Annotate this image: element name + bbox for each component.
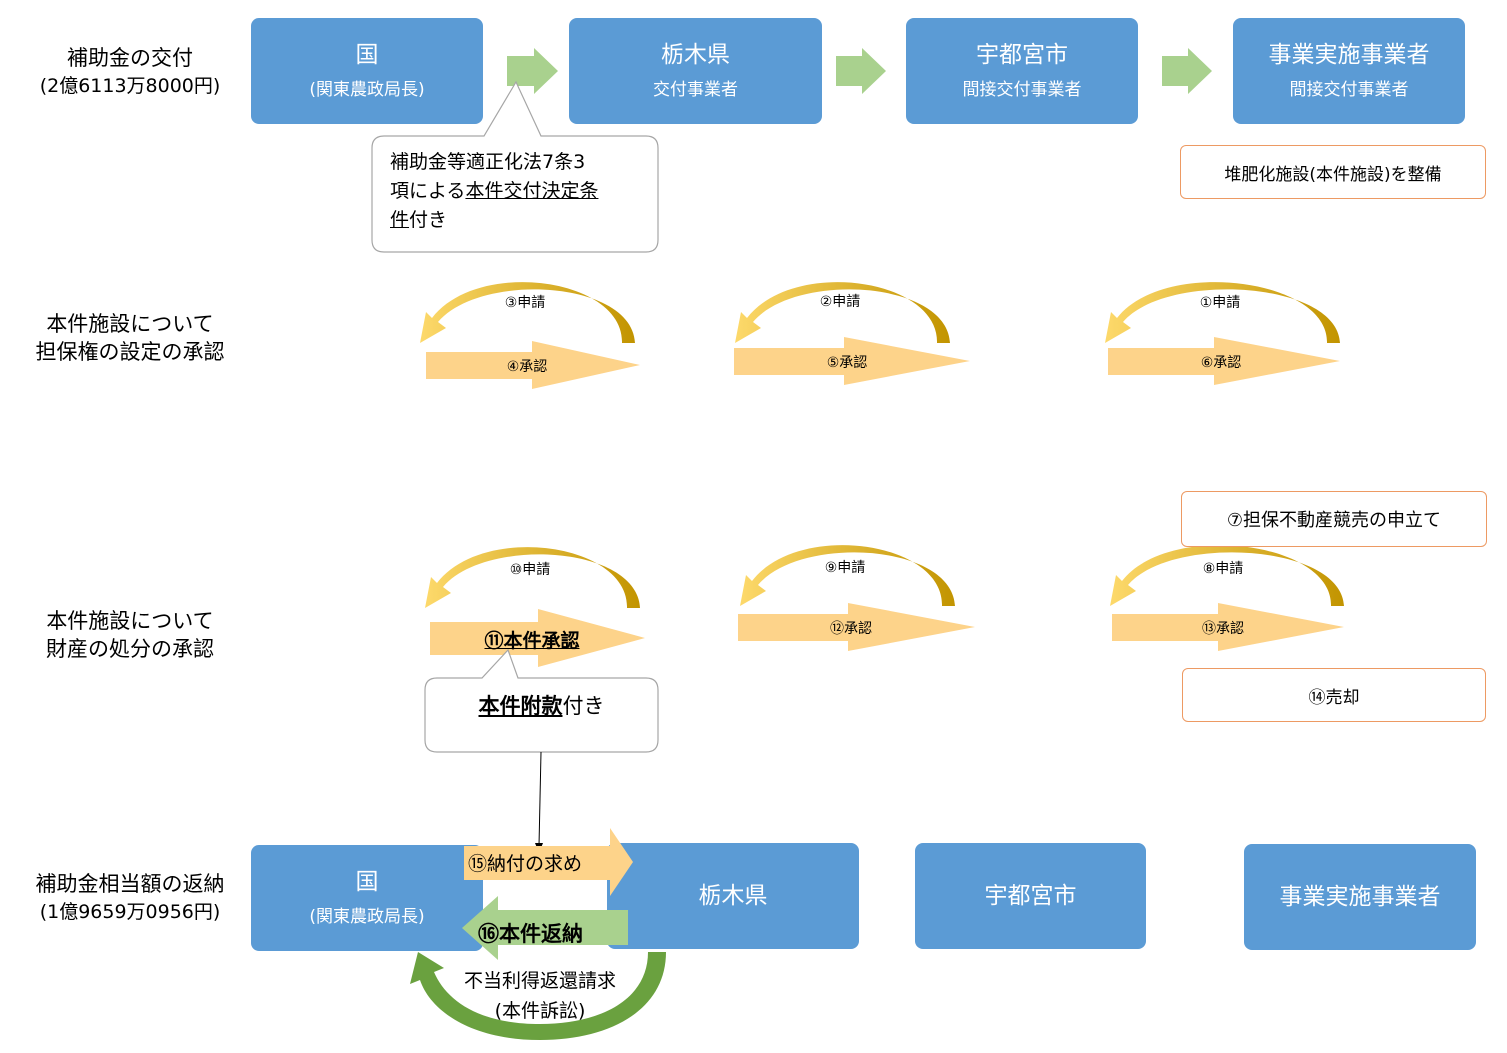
- callout2-bold-text: 本件附款: [478, 694, 563, 718]
- apply-arc-3: [420, 282, 635, 343]
- box-subtitle: 間接交付事業者: [962, 80, 1082, 100]
- row-label-disposal: 本件施設について 財産の処分の承認: [10, 607, 250, 663]
- row-label-refund: 補助金相当額の返納 (1億9659万0956円): [0, 870, 260, 926]
- row-label-line: 補助金の交付: [67, 46, 193, 70]
- box-operator-top: 事業実施事業者 間接交付事業者: [1233, 18, 1465, 124]
- connector-line: [538, 751, 542, 847]
- box-subtitle: (関東農政局長): [309, 80, 425, 100]
- row-label-collateral: 本件施設について 担保権の設定の承認: [10, 310, 250, 366]
- apply-arc-8: [1110, 545, 1344, 606]
- box-title: 国: [355, 42, 379, 68]
- apply-label-1: ①申請: [1199, 295, 1241, 311]
- box-title: 宇都宮市: [976, 42, 1068, 68]
- approve-label-13: ⑬承認: [1202, 621, 1244, 637]
- flow-arrow-1: [507, 48, 558, 94]
- approve-label-12: ⑫承認: [830, 621, 872, 637]
- payment-request-label: ⑮納付の求め: [468, 853, 583, 875]
- callout-text-underlined: 本件交付決定条: [465, 180, 599, 202]
- box-title: 宇都宮市: [984, 883, 1077, 909]
- callout-text-underlined: 件: [390, 209, 410, 231]
- approve-arrow-12: [738, 603, 975, 651]
- approve-arrow-13: [1112, 603, 1344, 651]
- apply-arc-1: [1105, 282, 1340, 343]
- box-national-bottom: 国 (関東農政局長): [251, 845, 483, 951]
- box-operator-bottom: 事業実施事業者: [1244, 844, 1476, 950]
- box-title: 国: [355, 869, 379, 895]
- facility-note-text: 堆肥化施設(本件施設)を整備: [1224, 164, 1442, 185]
- apply-label-3: ③申請: [504, 295, 546, 311]
- approve-label-4: ④承認: [506, 359, 548, 375]
- auction-note: ⑦担保不動産競売の申立て: [1181, 491, 1487, 547]
- flow-arrow-2: [836, 48, 886, 94]
- box-title: 事業実施事業者: [1268, 42, 1430, 68]
- refund-arrow: [462, 896, 628, 960]
- approve-label-11: ⑪本件承認: [484, 630, 580, 652]
- box-title: 栃木県: [661, 42, 730, 68]
- callout-text-plain: 付き: [409, 209, 448, 231]
- approve-arrow-4: [426, 341, 640, 389]
- apply-arc-10: [425, 547, 640, 608]
- sale-note: ⑭売却: [1182, 668, 1486, 722]
- row-label-line: 補助金相当額の返納: [35, 872, 225, 896]
- box-national-top: 国 (関東農政局長): [251, 18, 483, 124]
- approve-label-5: ⑤承認: [826, 355, 868, 371]
- callout-condition2-shape: [424, 648, 659, 753]
- callout-line: 項による本件交付決定条: [390, 177, 650, 206]
- approve-arrow-5: [734, 337, 970, 385]
- box-subtitle: (関東農政局長): [309, 907, 425, 927]
- approve-arrow-11: [430, 609, 645, 667]
- sale-note-text: ⑭売却: [1308, 687, 1360, 708]
- box-title: 事業実施事業者: [1279, 884, 1441, 910]
- box-subtitle: 交付事業者: [653, 80, 738, 100]
- callout-condition-text: 補助金等適正化法7条3 項による本件交付決定条 件付き: [390, 148, 650, 235]
- approve-arrow-6: [1108, 337, 1340, 385]
- auction-note-text: ⑦担保不動産競売の申立て: [1226, 510, 1442, 531]
- apply-arc-9: [740, 545, 955, 606]
- callout-condition-shape: [371, 80, 659, 253]
- payment-request-arrow: [464, 828, 633, 896]
- row-label-line: 本件施設について: [46, 609, 214, 633]
- box-tochigi-top: 栃木県 交付事業者: [569, 18, 822, 124]
- lawsuit-line: 不当利得返還請求: [463, 970, 616, 992]
- row-label-line: 財産の処分の承認: [46, 637, 214, 661]
- box-title: 栃木県: [698, 883, 768, 909]
- lawsuit-line: (本件訴訟): [494, 1000, 586, 1022]
- flow-arrow-3: [1162, 48, 1212, 94]
- callout-line: 補助金等適正化法7条3: [390, 151, 586, 173]
- callout-line: 件付き: [390, 206, 650, 235]
- box-utsunomiya-bottom: 宇都宮市: [915, 843, 1146, 949]
- apply-arc-2: [735, 282, 950, 343]
- apply-label-10: ⑩申請: [509, 562, 551, 578]
- row-label-subsidy: 補助金の交付 (2億6113万8000円): [10, 44, 250, 100]
- box-utsunomiya-top: 宇都宮市 間接交付事業者: [906, 18, 1138, 124]
- row-label-amount: (1億9659万0956円): [39, 901, 221, 923]
- box-tochigi-bottom: 栃木県: [607, 843, 859, 949]
- apply-label-8: ⑧申請: [1202, 561, 1244, 577]
- row-label-line: 担保権の設定の承認: [35, 340, 225, 364]
- row-label-amount: (2億6113万8000円): [39, 75, 221, 97]
- row-label-line: 本件施設について: [46, 312, 214, 336]
- callout-condition2-text: 本件附款付き: [425, 690, 658, 720]
- callout-text-plain: 項による: [390, 180, 466, 202]
- facility-note: 堆肥化施設(本件施設)を整備: [1180, 145, 1486, 199]
- refund-label: ⑯本件返納: [478, 922, 583, 946]
- lawsuit-arc: [410, 952, 666, 1040]
- approve-label-6: ⑥承認: [1200, 355, 1242, 371]
- apply-label-2: ②申請: [819, 294, 861, 310]
- lawsuit-label: 不当利得返還請求 (本件訴訟): [440, 966, 640, 1026]
- box-subtitle: 間接交付事業者: [1289, 80, 1409, 100]
- apply-label-9: ⑨申請: [824, 560, 866, 576]
- callout2-plain-text: 付き: [562, 694, 605, 718]
